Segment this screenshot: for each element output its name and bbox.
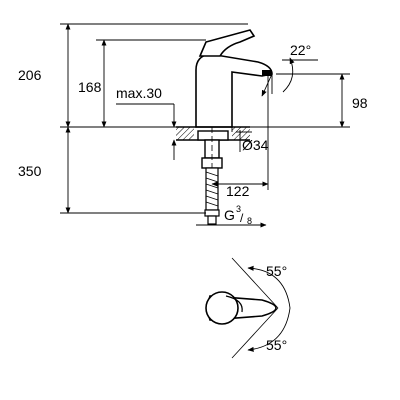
connection-slash: /	[240, 211, 244, 225]
connection-letter: G	[224, 207, 235, 223]
dim-swivel-top: 55°	[266, 263, 287, 279]
dim-connection: G 3 / 8	[224, 204, 252, 226]
dim-hole-diameter: Ø34	[242, 137, 269, 153]
dim-spout-height: 168	[78, 79, 102, 95]
faucet-side-view	[195, 29, 273, 128]
dim-total-height: 206	[18, 67, 42, 83]
dim-reach: 122	[226, 183, 250, 199]
dim-max-deck: max.30	[116, 85, 162, 101]
dim-swivel-bottom: 55°	[266, 337, 287, 353]
dim-under-deck: 350	[18, 163, 42, 179]
dim-outlet-height: 98	[352, 95, 368, 111]
body-plan	[205, 291, 239, 325]
lever-handle	[198, 29, 256, 57]
connection-numerator: 3	[236, 204, 241, 214]
connection-denominator: 8	[247, 216, 252, 226]
faucet-plan-view	[205, 257, 291, 359]
dim-spout-angle: 22°	[290, 42, 311, 58]
faucet-body	[195, 53, 273, 128]
dimension-lines	[60, 23, 350, 228]
flex-hose	[204, 167, 220, 225]
aerator	[262, 70, 272, 76]
